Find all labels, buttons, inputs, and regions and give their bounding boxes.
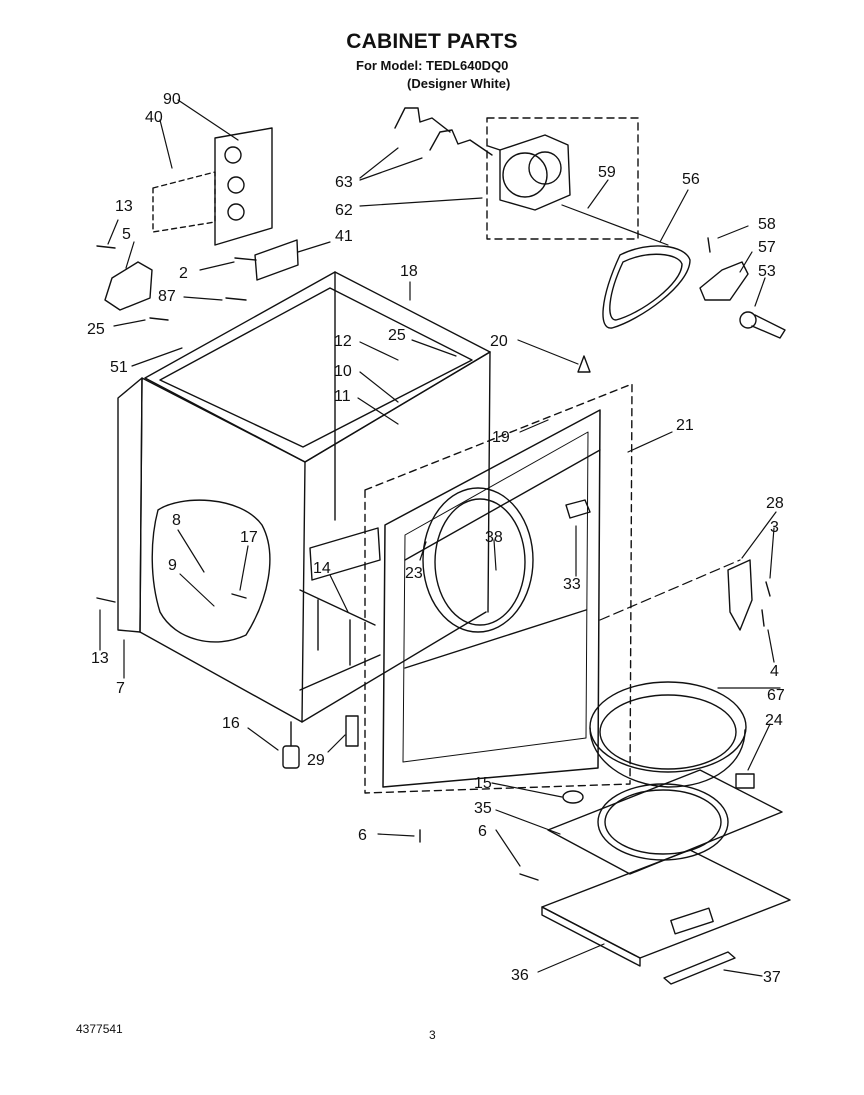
part-33: [565, 499, 591, 519]
front-panel: [364, 383, 633, 794]
rear-frame: [299, 351, 491, 723]
callout-20: 20: [490, 333, 508, 350]
callout-13-lower: 13: [91, 650, 109, 667]
switch-bracket: [727, 559, 753, 631]
page-number: 3: [429, 1028, 436, 1042]
callout-35: 35: [474, 800, 492, 817]
callout-24: 24: [765, 712, 783, 729]
callout-58: 58: [758, 216, 776, 233]
callout-2: 2: [179, 265, 188, 282]
callout-29: 29: [307, 752, 325, 769]
callout-15: 15: [474, 775, 492, 792]
document-number: 4377541: [76, 1022, 123, 1036]
callout-23: 23: [405, 565, 423, 582]
bracket: [104, 261, 153, 311]
callout-40: 40: [145, 109, 163, 126]
part-20: [577, 355, 591, 373]
leveling-leg: [282, 721, 300, 769]
callout-67: 67: [767, 687, 785, 704]
screws: [96, 237, 771, 881]
callout-14: 14: [313, 560, 331, 577]
callout-labels: 90 40 13 5 2 41 87 25 51 63 62 59 56 58 …: [87, 91, 785, 986]
motor-assembly: [486, 117, 639, 240]
idler: [739, 311, 786, 339]
callout-4: 4: [770, 663, 779, 680]
callout-56: 56: [682, 171, 700, 188]
callout-7: 7: [116, 680, 125, 697]
callout-11: 11: [334, 388, 351, 405]
callout-17: 17: [240, 529, 258, 546]
callout-8: 8: [172, 512, 181, 529]
bracket-57: [699, 261, 749, 301]
part-63: [394, 107, 451, 133]
terminal-block: [152, 127, 299, 281]
callout-87: 87: [158, 288, 176, 305]
leader-lines: [99, 99, 781, 977]
drive-belt: [602, 245, 691, 329]
callout-59: 59: [598, 164, 616, 181]
callout-16: 16: [222, 715, 240, 732]
callout-6-left: 6: [358, 827, 367, 844]
callout-13-upper: 13: [115, 198, 133, 215]
part-24: [735, 773, 755, 789]
callout-28: 28: [766, 495, 784, 512]
callout-25-center: 25: [388, 327, 406, 344]
drum-seal: [589, 681, 747, 788]
callout-9: 9: [168, 557, 177, 574]
toe-panel: [541, 849, 791, 985]
callout-53: 53: [758, 263, 776, 280]
callout-18: 18: [400, 263, 418, 280]
callout-10: 10: [334, 363, 352, 380]
callout-57: 57: [758, 239, 776, 256]
part-15: [562, 790, 584, 804]
base-plate: [547, 769, 783, 875]
callout-38: 38: [485, 529, 503, 546]
page-title: CABINET PARTS: [346, 30, 518, 53]
model-line: For Model: TEDL640DQ0: [356, 58, 509, 73]
callout-33: 33: [563, 576, 581, 593]
callout-36: 36: [511, 967, 529, 984]
callout-37: 37: [763, 969, 781, 986]
callout-51: 51: [110, 359, 128, 376]
color-line: (Designer White): [407, 76, 511, 91]
callout-12: 12: [334, 333, 352, 350]
callout-41: 41: [335, 228, 353, 245]
callout-5: 5: [122, 226, 131, 243]
callout-6-right: 6: [478, 823, 487, 840]
callout-21: 21: [676, 417, 694, 434]
callout-25-left: 25: [87, 321, 105, 338]
part-29: [345, 715, 359, 747]
callout-63: 63: [335, 174, 353, 191]
callout-62: 62: [335, 202, 353, 219]
callout-90: 90: [163, 91, 181, 108]
callout-19: 19: [492, 429, 510, 446]
callout-3: 3: [770, 519, 779, 536]
left-side-panel: [117, 377, 306, 723]
